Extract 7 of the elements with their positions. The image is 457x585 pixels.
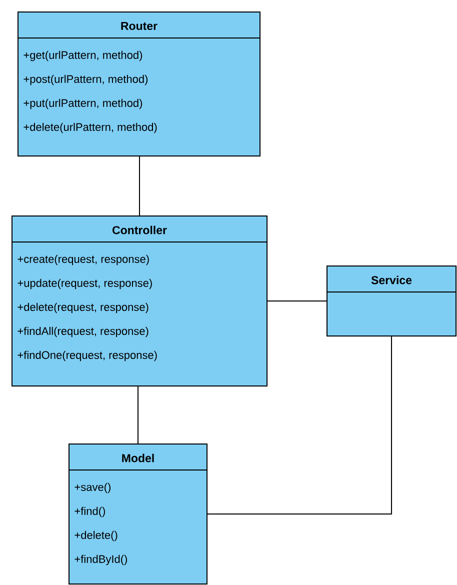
association-line (139, 156, 140, 216)
class-box: Model +save() +find() +delete() +findById() (68, 444, 208, 584)
class-box: Service (326, 266, 456, 336)
association-line (267, 300, 327, 302)
class-box: Router +get(urlPattern, method) +post(urlPattern, method) +put(urlPattern, method) +delete(urlPattern, method) (18, 12, 260, 156)
association-line (207, 336, 392, 514)
class-box: Controller +create(request, response) +update(request, response) +delete(request, response) +findAll(request, response) +findOne(request, response) (12, 216, 268, 386)
